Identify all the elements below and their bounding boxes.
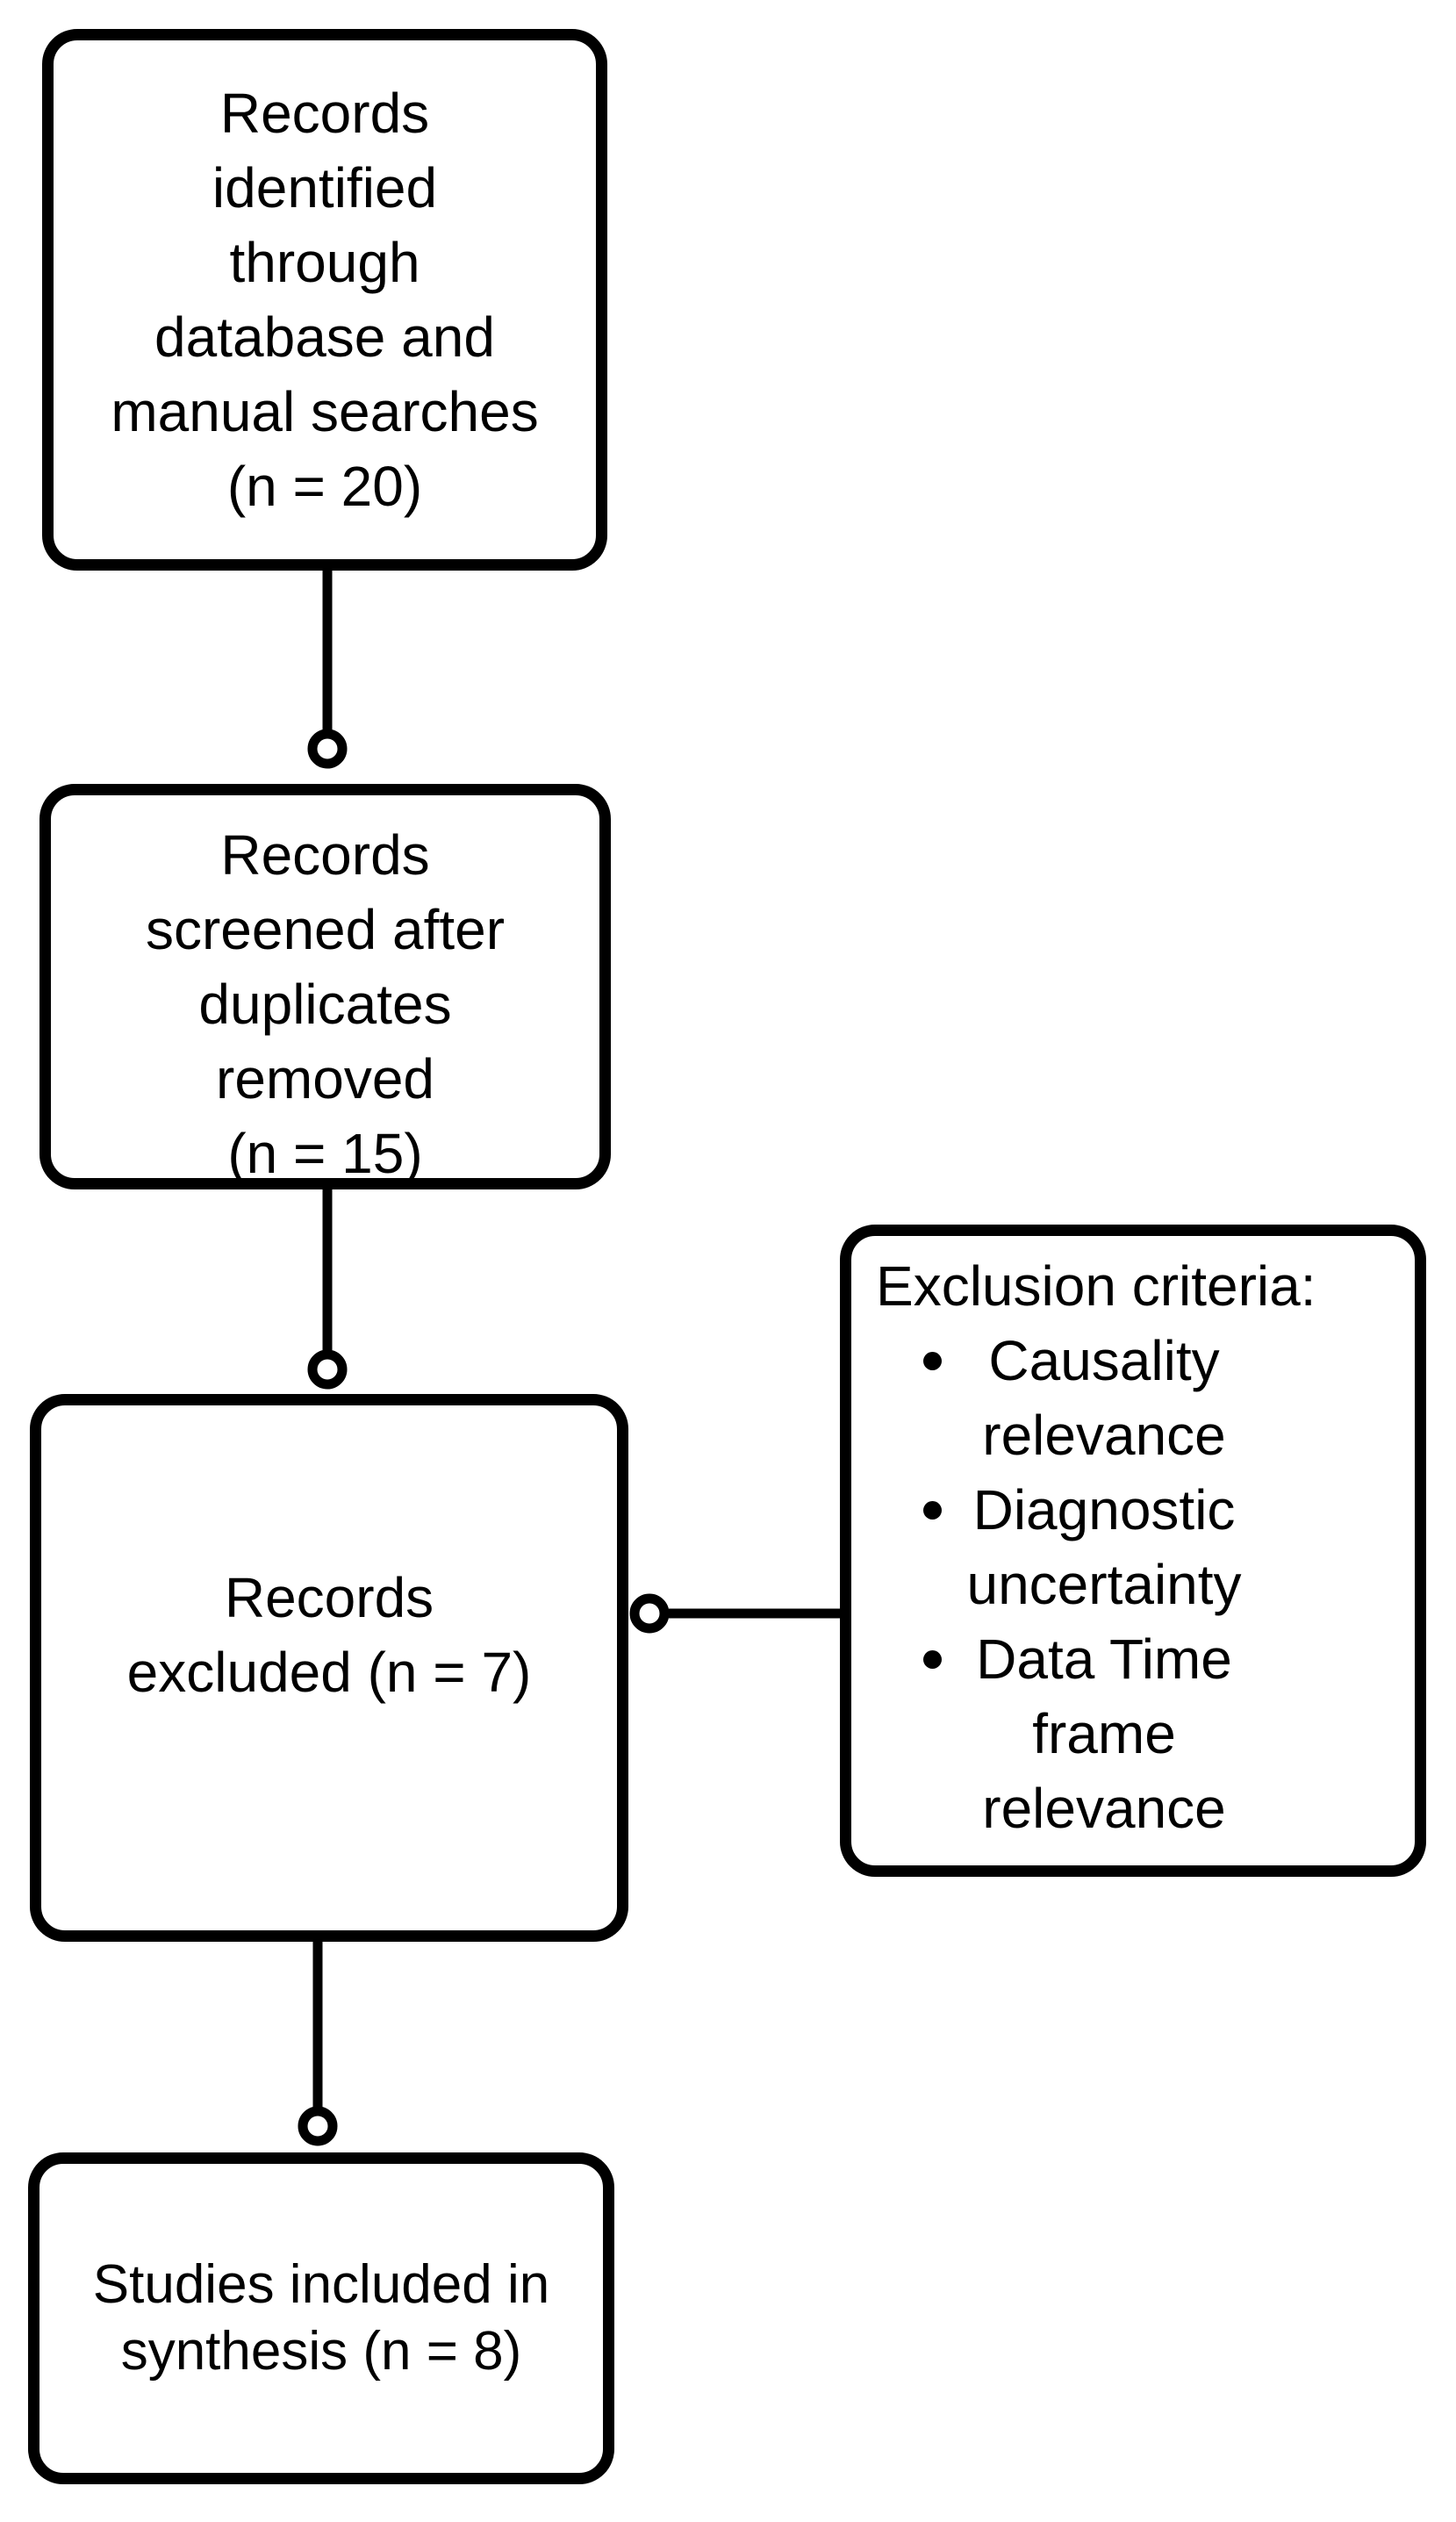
node-studies-included: Studies included in synthesis (n = 8) (28, 2152, 614, 2484)
connector-endpoint-circle-icon (298, 2106, 338, 2146)
connector-endpoint-circle-icon (307, 1349, 348, 1390)
list-item: Data Time frame relevance (876, 1622, 1397, 1846)
node-records-excluded-text: Records excluded (n = 7) (126, 1565, 532, 1704)
node-records-identified-text: Records identified through database and … (111, 81, 539, 518)
node-exclusion-criteria: Exclusion criteria: Causality relevance … (840, 1225, 1426, 1877)
list-item-text: Data Time frame relevance (976, 1627, 1232, 1840)
node-records-identified: Records identified through database and … (42, 29, 607, 571)
connector-endpoint-circle-icon (307, 729, 348, 769)
connector-endpoint-circle-icon (629, 1593, 670, 1634)
bullet-icon (923, 1352, 942, 1370)
exclusion-criteria-list: Causality relevance Diagnostic uncertain… (876, 1324, 1397, 1846)
node-records-screened-text: Records screened after duplicates remove… (145, 823, 506, 1185)
list-item: Causality relevance (876, 1324, 1397, 1473)
bullet-icon (923, 1501, 942, 1520)
list-item: Diagnostic uncertainty (876, 1473, 1397, 1622)
node-studies-included-text: Studies included in synthesis (n = 8) (92, 2254, 550, 2382)
node-records-screened: Records screened after duplicates remove… (39, 784, 611, 1189)
list-item-text: Causality relevance (982, 1329, 1226, 1467)
node-records-excluded: Records excluded (n = 7) (30, 1394, 628, 1942)
exclusion-criteria-header: Exclusion criteria: (876, 1254, 1316, 1318)
list-item-text: Diagnostic uncertainty (966, 1478, 1242, 1616)
bullet-icon (923, 1650, 942, 1669)
